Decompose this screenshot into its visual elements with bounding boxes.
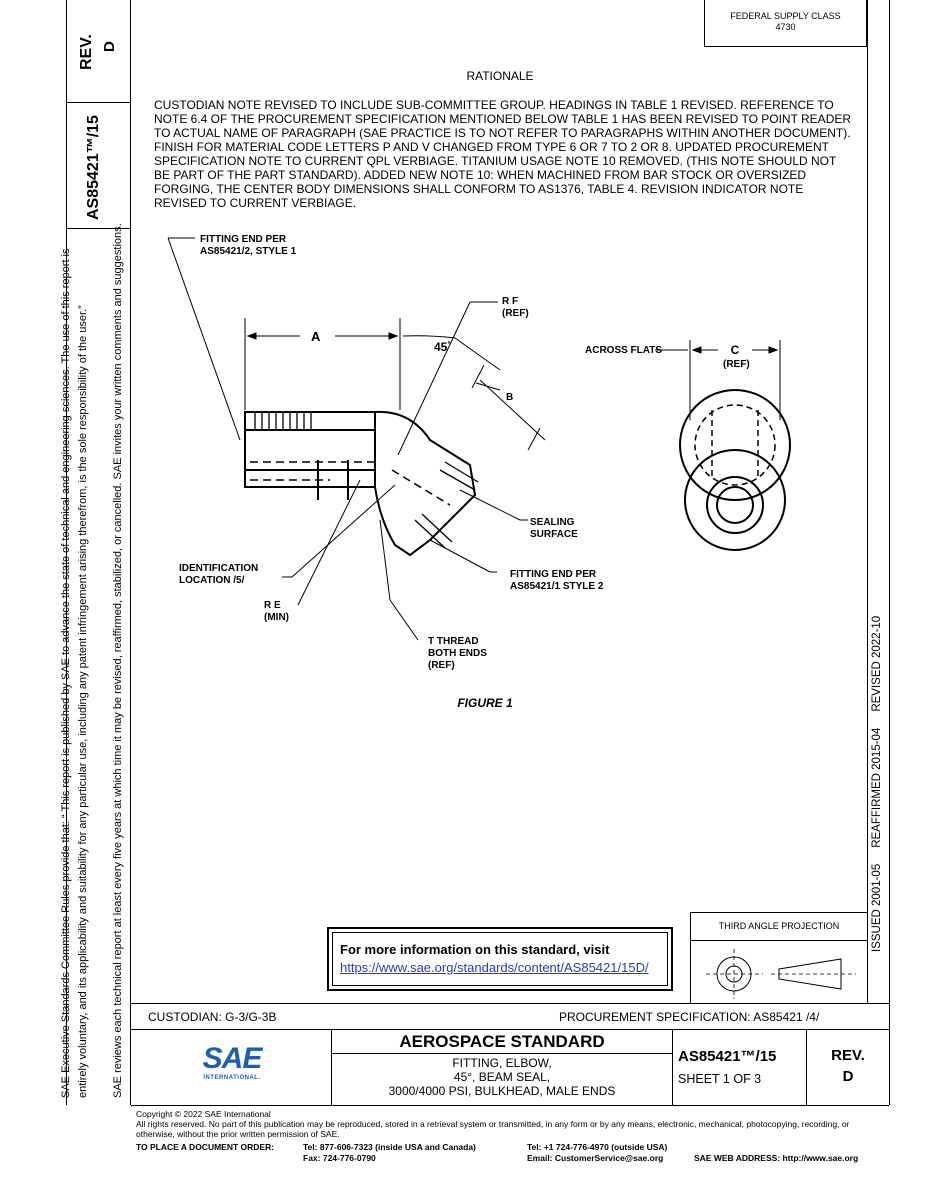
rationale-body: CUSTODIAN NOTE REVISED TO INCLUDE SUB-CO… [154,98,852,210]
title-rev-value: D [842,1068,854,1085]
info-box-link[interactable]: https://www.sae.org/standards/content/AS… [340,960,649,975]
footer-tel-us: Tel: 877-606-7323 (inside USA and Canada… [303,1142,476,1152]
rationale-heading: RATIONALE [466,69,534,83]
label-across-flats: ACROSS FLATS [585,345,663,356]
label-sealing-line2: SURFACE [530,529,578,540]
title-line-2: 45°, BEAM SEAL, [453,1070,551,1084]
custodian: CUSTODIAN: G-3/G-3B [148,1010,277,1024]
projection-symbol-icon [706,949,856,999]
title-line-3: 3000/4000 PSI, BULKHEAD, MALE ENDS [388,1084,616,1098]
sae-logo: SAE INTERNATIONAL. [196,1043,268,1093]
title-block-row-line [131,1029,889,1030]
title-doc-number: AS85421™/15 [678,1048,777,1065]
projection-label: THIRD ANGLE PROJECTION [691,913,867,941]
angle-value: 45 [434,340,448,354]
label-rf-line1: R F [502,296,519,307]
dim-b-label: B [506,392,514,403]
label-sealing-line1: SEALING [530,517,575,528]
title-block-v2 [672,1029,673,1105]
footer-order-label: TO PLACE A DOCUMENT ORDER: [136,1142,275,1152]
label-rf: R F (REF) [502,296,529,320]
procurement-spec: PROCUREMENT SPECIFICATION: AS85421 /4/ [559,1010,820,1024]
label-rf-line2: (REF) [502,308,529,319]
sae-logo-letters: SAE [202,1042,263,1075]
dim-c-ref: (REF) [723,359,750,370]
figure-drawing [167,237,791,641]
label-thread-line1: T THREAD [428,636,479,647]
title-block-v3 [806,1029,807,1105]
label-fitting-end-1: FITTING END PER AS85421/2, STYLE 1 [200,234,296,258]
label-re-line2: (MIN) [264,612,289,623]
federal-supply-class-value: 4730 [775,22,796,32]
footer-tel-intl: Tel: +1 724-776-4970 (outside USA) [527,1142,668,1152]
figure-caption: FIGURE 1 [457,696,513,710]
dim-a-label: A [311,329,321,344]
label-sealing-surface: SEALING SURFACE [530,517,578,541]
standard-type: AEROSPACE STANDARD [399,1032,605,1051]
info-box-inner [332,932,668,986]
sae-logo-sub: INTERNATIONAL. [203,1075,261,1081]
label-thread-line3: (REF) [428,660,455,671]
info-box: For more information on this standard, v… [327,927,673,991]
title-block-top-line [131,1003,889,1004]
label-fitting-end-2-line2: AS85421/1 STYLE 2 [510,581,604,592]
footer-rights: All rights reserved. No part of this pub… [136,1119,850,1139]
rev-box-divider [66,102,130,103]
sheet-number: SHEET 1 OF 3 [678,1072,762,1086]
footer-web[interactable]: SAE WEB ADDRESS: http://www.sae.org [694,1153,859,1163]
federal-supply-class-label: FEDERAL SUPPLY CLASS [730,11,841,21]
footer-copyright: Copyright © 2022 SAE International [136,1109,271,1119]
title-block-bottom-line [131,1105,889,1106]
angle-label: 45° [434,340,451,354]
projection-box: THIRD ANGLE PROJECTION [690,912,867,1003]
footer-fax: Fax: 724-776-0790 [303,1153,376,1163]
label-identification: IDENTIFICATION LOCATION /5/ [179,563,258,587]
angle-degree: ° [447,340,451,349]
label-fitting-end-2-line1: FITTING END PER [510,569,597,580]
frame-right-line [867,0,868,1003]
label-re-line1: R E [264,600,281,611]
federal-supply-class-box: FEDERAL SUPPLY CLASS 4730 [704,0,867,47]
left-margin-line [66,0,67,1105]
standard-title: FITTING, ELBOW, 45°, BEAM SEAL, 3000/400… [332,1056,672,1098]
dim-c-label: C [730,343,740,357]
title-line-1: FITTING, ELBOW, [452,1056,552,1070]
docnum-box-divider [66,228,130,229]
info-box-text: For more information on this standard, v… [340,942,610,957]
footer-email[interactable]: Email: CustomerService@sae.org [527,1153,664,1163]
label-t-thread: T THREAD BOTH ENDS (REF) [428,636,487,672]
frame-left-line [130,0,131,1105]
title-block-h-inner [332,1053,672,1054]
frame-outer-right-line [889,0,890,1105]
label-fitting-end-1-line2: AS85421/2, STYLE 1 [200,246,297,257]
label-re: R E (MIN) [264,600,289,624]
title-rev-label: REV. [831,1047,865,1064]
label-fitting-end-2: FITTING END PER AS85421/1 STYLE 2 [510,569,603,593]
title-block-v1 [331,1029,332,1105]
label-ident-line2: LOCATION /5/ [179,575,245,586]
label-thread-line2: BOTH ENDS [428,648,487,659]
label-ident-line1: IDENTIFICATION [179,563,259,574]
label-fitting-end-1-line1: FITTING END PER [200,234,287,245]
